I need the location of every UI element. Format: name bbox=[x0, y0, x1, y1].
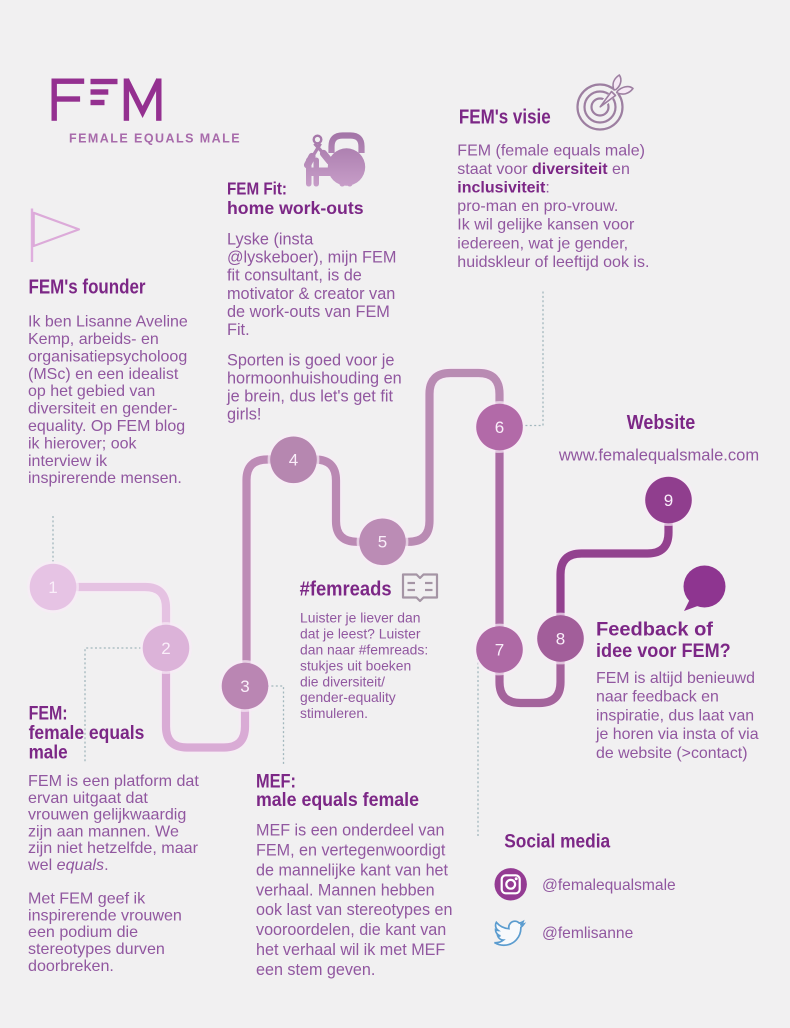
svg-text:het verhaal wil ik met MEF: het verhaal wil ik met MEF bbox=[256, 941, 445, 959]
svg-text:motivator & creator van: motivator & creator van bbox=[227, 285, 395, 303]
svg-text:een stem geven.: een stem geven. bbox=[256, 961, 375, 979]
svg-text:FEM, en vertegenwoordigt: FEM, en vertegenwoordigt bbox=[256, 842, 446, 860]
svg-text:@femlisanne: @femlisanne bbox=[542, 925, 633, 942]
svg-text:Kemp, arbeids- en: Kemp, arbeids- en bbox=[28, 331, 159, 348]
svg-text:Website: Website bbox=[627, 412, 695, 434]
svg-text:de work-outs van FEM: de work-outs van FEM bbox=[227, 303, 390, 321]
svg-text:doorbreken.: doorbreken. bbox=[28, 957, 114, 975]
svg-text:Feedback of: Feedback of bbox=[596, 620, 714, 641]
svg-text:op het gebied van: op het gebied van bbox=[28, 383, 155, 400]
svg-text:vooroordelen, die kant van: vooroordelen, die kant van bbox=[256, 921, 446, 939]
svg-text:male equals female: male equals female bbox=[256, 790, 419, 811]
svg-text:iedereen, wat je gender,: iedereen, wat je gender, bbox=[457, 235, 628, 252]
svg-text:@lyskeboer), mijn FEM: @lyskeboer), mijn FEM bbox=[227, 249, 396, 267]
svg-text:gender-equality: gender-equality bbox=[300, 689, 396, 705]
svg-text:Met FEM geef ik: Met FEM geef ik bbox=[28, 890, 146, 908]
svg-text:verhaal. Mannen hebben: verhaal. Mannen hebben bbox=[256, 881, 435, 899]
svg-text:5: 5 bbox=[378, 533, 387, 552]
svg-text:je brein, dus let's get fit: je brein, dus let's get fit bbox=[226, 388, 393, 406]
svg-text:idee voor FEM?: idee voor FEM? bbox=[596, 641, 731, 662]
svg-text:@femalequalsmale: @femalequalsmale bbox=[542, 877, 676, 894]
svg-text:FEM's founder: FEM's founder bbox=[29, 277, 146, 299]
svg-text:stukjes uit boeken: stukjes uit boeken bbox=[300, 657, 411, 673]
svg-text:FEM is altijd benieuwd: FEM is altijd benieuwd bbox=[596, 670, 755, 687]
svg-text:equality. Op FEM blog: equality. Op FEM blog bbox=[28, 418, 185, 435]
svg-text:je horen via insta of via: je horen via insta of via bbox=[595, 726, 759, 743]
svg-text:ook last van stereotypes en: ook last van stereotypes en bbox=[256, 901, 453, 919]
svg-text:6: 6 bbox=[495, 418, 504, 437]
svg-text:4: 4 bbox=[289, 451, 298, 470]
svg-text:girls!: girls! bbox=[227, 406, 261, 424]
svg-text:3: 3 bbox=[240, 677, 249, 696]
svg-text:Ik ben Lisanne Aveline: Ik ben Lisanne Aveline bbox=[28, 314, 188, 331]
svg-text:FEM Fit:: FEM Fit: bbox=[227, 179, 287, 199]
svg-text:inspirerende mensen.: inspirerende mensen. bbox=[28, 470, 182, 487]
svg-text:pro-man en pro-vrouw.: pro-man en pro-vrouw. bbox=[457, 198, 618, 215]
svg-text:female equals: female equals bbox=[29, 723, 145, 744]
svg-text:(MSc) en een idealist: (MSc) en een idealist bbox=[28, 366, 179, 383]
svg-text:Social media: Social media bbox=[504, 830, 610, 852]
svg-text:home work-outs: home work-outs bbox=[227, 198, 364, 218]
svg-text:MEF is een onderdeel van: MEF is een onderdeel van bbox=[256, 822, 444, 840]
svg-text:hormoonhuishouding en: hormoonhuishouding en bbox=[227, 370, 402, 388]
svg-text:vrouwen gelijkwaardig: vrouwen gelijkwaardig bbox=[28, 806, 186, 824]
svg-text:FEM (female equals male): FEM (female equals male) bbox=[457, 142, 645, 159]
svg-text:1: 1 bbox=[48, 578, 57, 597]
svg-text:organisatiepsycholoog: organisatiepsycholoog bbox=[28, 348, 187, 365]
svg-text:die diversiteit/: die diversiteit/ bbox=[300, 673, 385, 689]
svg-text:7: 7 bbox=[495, 640, 504, 659]
svg-text:interview ik: interview ik bbox=[28, 453, 108, 470]
svg-text:ik hierover; ook: ik hierover; ook bbox=[28, 435, 137, 452]
svg-text:inspiratie, dus laat van: inspiratie, dus laat van bbox=[596, 707, 754, 724]
svg-text:Luister je liever dan: Luister je liever dan bbox=[300, 610, 420, 626]
svg-text:huidskleur of leeftijd ook is.: huidskleur of leeftijd ook is. bbox=[457, 254, 649, 271]
svg-text:fit consultant, is de: fit consultant, is de bbox=[227, 267, 362, 285]
svg-text:naar feedback en: naar feedback en bbox=[596, 689, 719, 706]
svg-text:wel equals.: wel equals. bbox=[27, 856, 109, 874]
svg-text:stimuleren.: stimuleren. bbox=[300, 705, 368, 721]
svg-text:male: male bbox=[29, 743, 68, 764]
svg-text:inspirerende vrouwen: inspirerende vrouwen bbox=[28, 906, 182, 924]
svg-text:Fit.: Fit. bbox=[227, 321, 250, 339]
svg-text:FEM:: FEM: bbox=[29, 704, 68, 725]
svg-text:FEMALE EQUALS MALE: FEMALE EQUALS MALE bbox=[69, 132, 241, 146]
svg-text:staat voor diversiteit en: staat voor diversiteit en bbox=[457, 161, 630, 178]
svg-text:ervan uitgaat dat: ervan uitgaat dat bbox=[28, 789, 148, 807]
svg-text:zijn niet hetzelfde, maar: zijn niet hetzelfde, maar bbox=[28, 839, 199, 857]
svg-text:dan naar #femreads:: dan naar #femreads: bbox=[300, 642, 428, 658]
svg-text:Lyske (insta: Lyske (insta bbox=[227, 231, 314, 249]
svg-text:een podium die: een podium die bbox=[28, 923, 138, 941]
svg-text:de website (>contact): de website (>contact) bbox=[596, 745, 747, 762]
svg-text:Ik wil gelijke kansen voor: Ik wil gelijke kansen voor bbox=[457, 217, 635, 234]
svg-text:9: 9 bbox=[664, 491, 673, 510]
svg-text:FEM's visie: FEM's visie bbox=[459, 107, 551, 129]
svg-text:diversiteit en gender-: diversiteit en gender- bbox=[28, 401, 177, 418]
svg-text:stereotypes durven: stereotypes durven bbox=[28, 940, 165, 958]
svg-text:www.femalequalsmale.com: www.femalequalsmale.com bbox=[558, 445, 759, 464]
svg-text:FEM is een platform dat: FEM is een platform dat bbox=[28, 772, 199, 790]
svg-text:dat je leest? Luister: dat je leest? Luister bbox=[300, 626, 421, 642]
svg-text:Sporten is goed voor je: Sporten is goed voor je bbox=[227, 351, 394, 369]
svg-text:MEF:: MEF: bbox=[256, 771, 296, 792]
svg-text:2: 2 bbox=[161, 639, 170, 658]
svg-text:inclusiviteit:: inclusiviteit: bbox=[457, 180, 549, 197]
svg-text:#femreads: #femreads bbox=[300, 579, 392, 601]
svg-text:de mannelijke kant van het: de mannelijke kant van het bbox=[256, 861, 449, 879]
svg-text:zijn aan mannen. We: zijn aan mannen. We bbox=[28, 822, 179, 840]
svg-text:8: 8 bbox=[556, 629, 565, 648]
